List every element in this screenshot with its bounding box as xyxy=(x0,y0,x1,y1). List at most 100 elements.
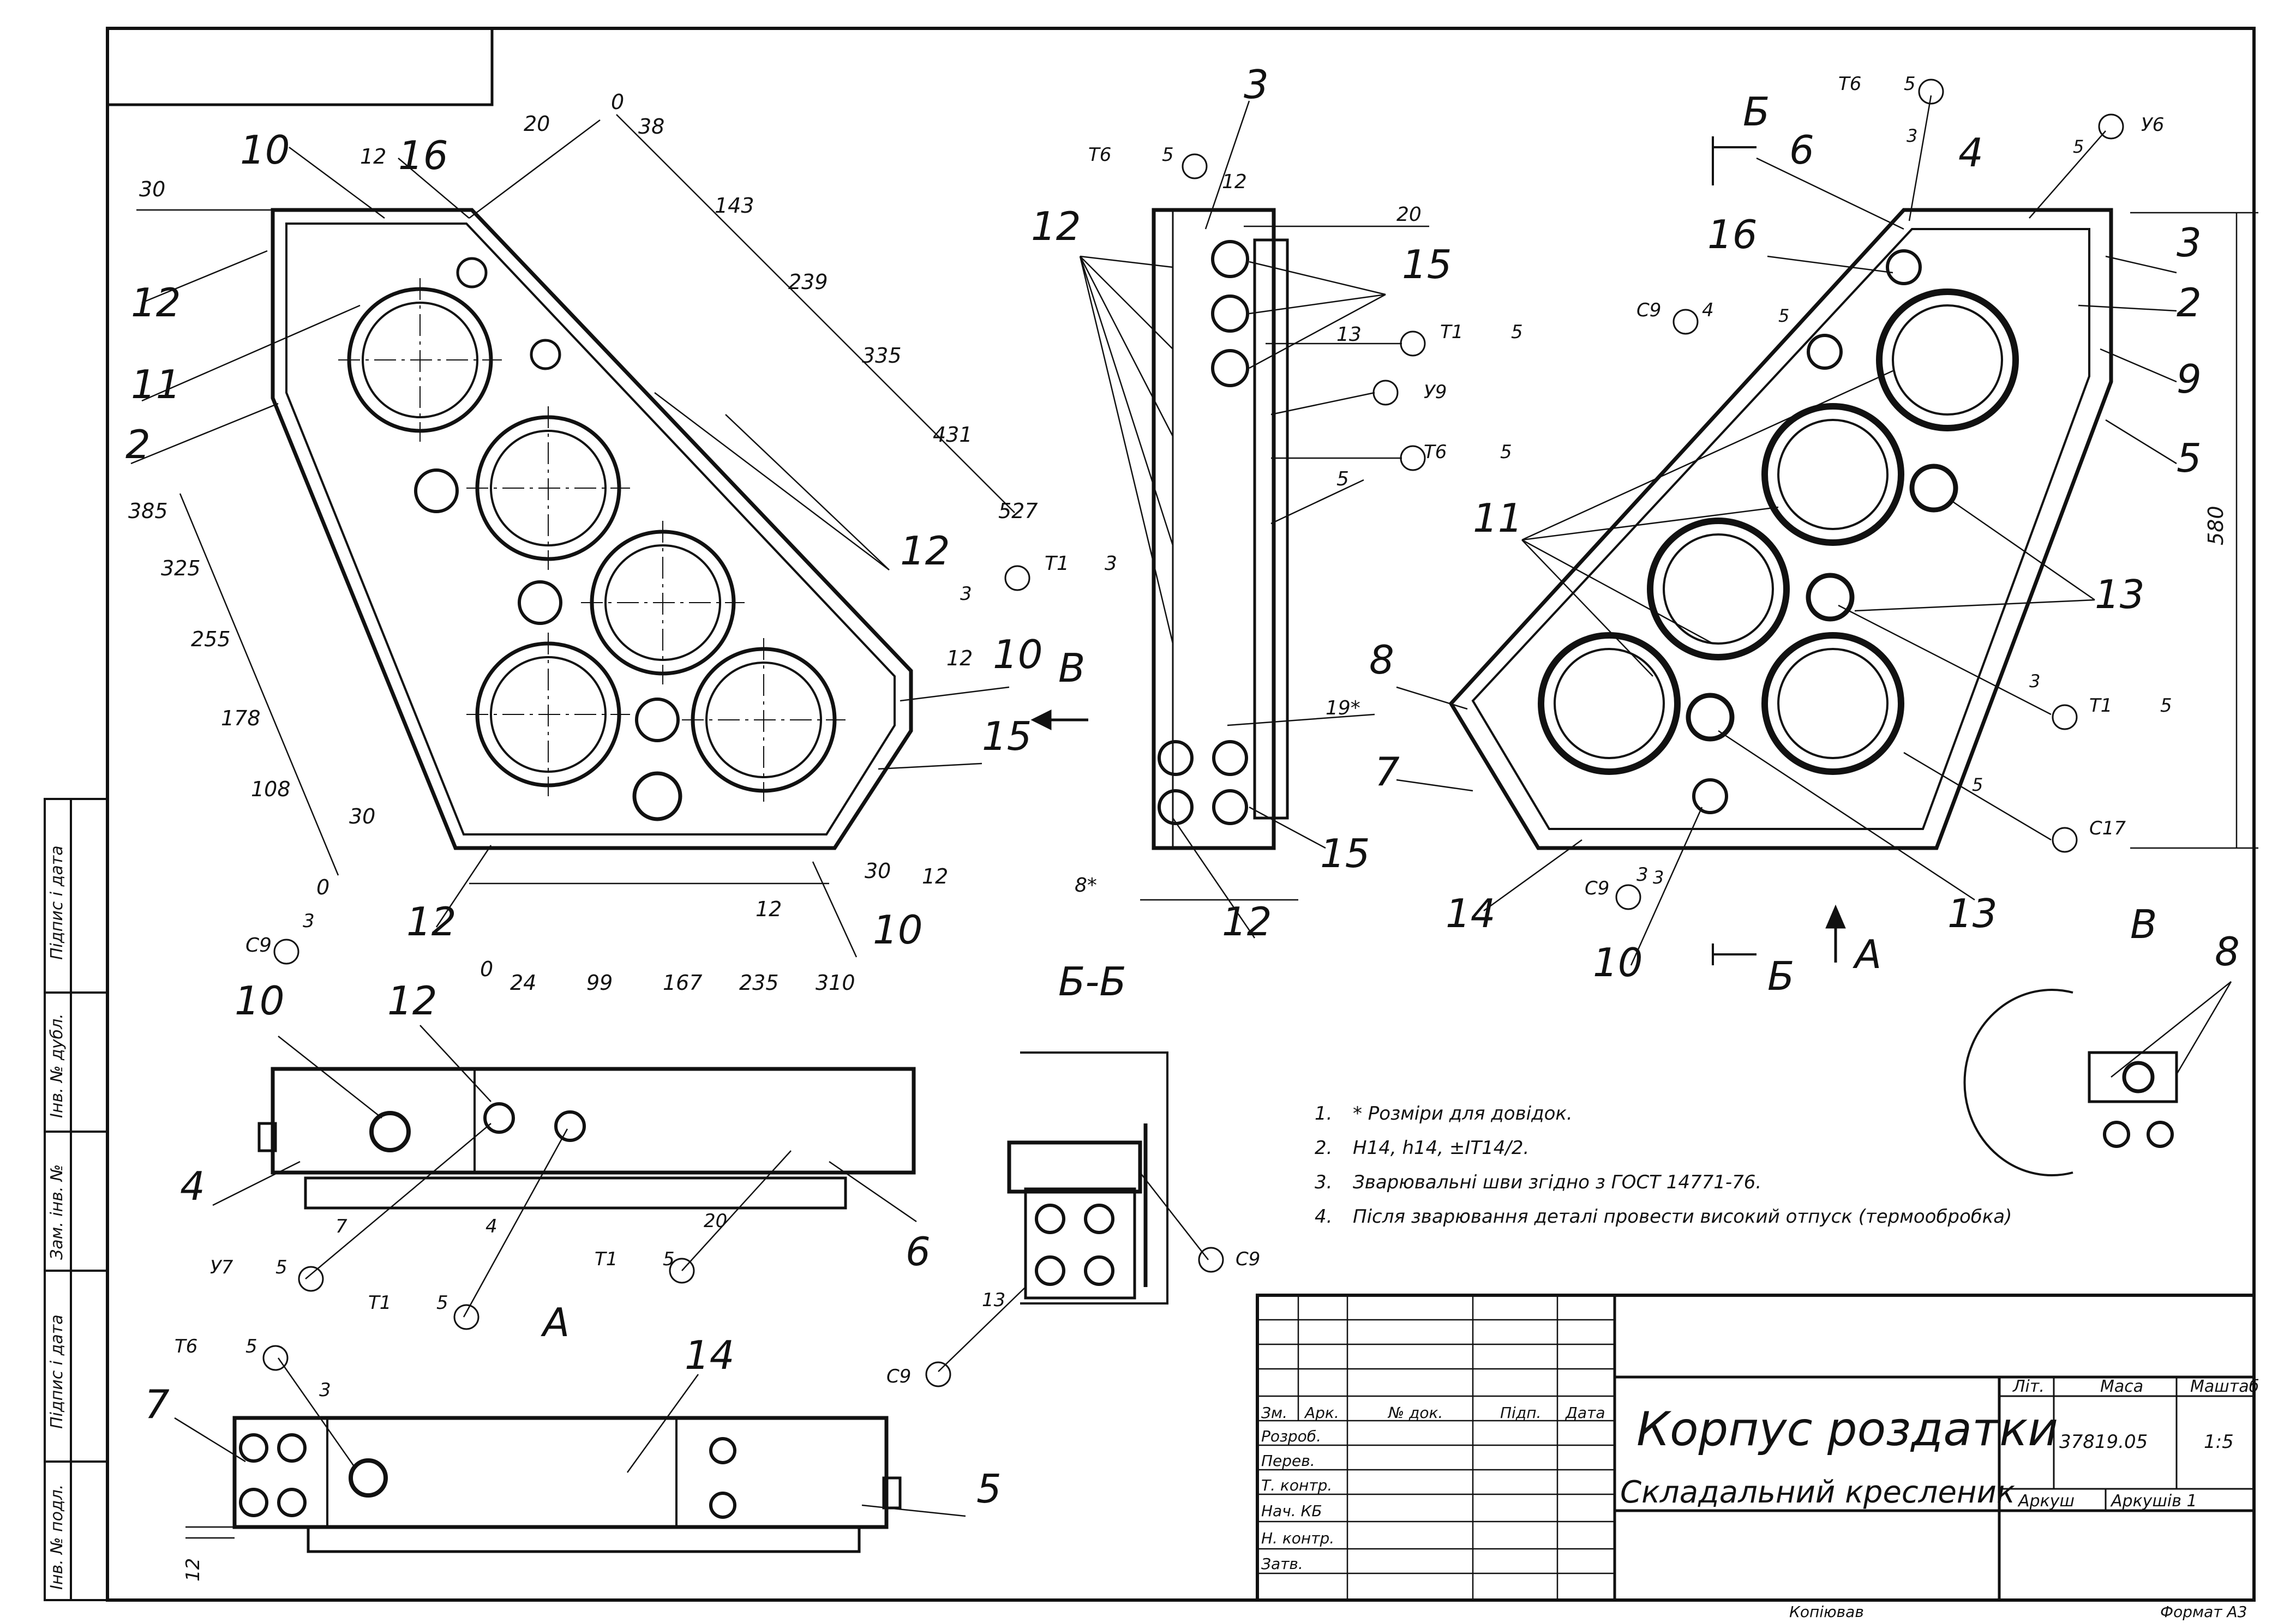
pos-r-6: 6 xyxy=(1789,127,1814,173)
weld-bot-1-leg: 5 xyxy=(245,1336,257,1357)
right-view xyxy=(1396,79,2258,966)
weld-sec-4-type: Т6 xyxy=(1424,441,1447,463)
weld-right-3-type: С9 xyxy=(1636,299,1661,321)
weld-a-3-type: Т1 xyxy=(595,1248,618,1270)
pos-10-c: 10 xyxy=(873,907,923,953)
weld-sec-2-leg: 5 xyxy=(1511,321,1523,343)
side-stamp-cell-1: Підпис і дата xyxy=(47,845,67,960)
dim-top-0: 0 xyxy=(611,90,624,114)
side-stamp-cell-3: Зам. інв. № xyxy=(47,1164,67,1260)
view-a xyxy=(212,1025,917,1330)
dim-left-178: 178 xyxy=(221,706,261,730)
weld-sec-3-type: У9 xyxy=(1424,381,1447,403)
view-b-arrow-label: В xyxy=(1058,645,1085,691)
pos-bot-7: 7 xyxy=(145,1381,170,1427)
weld-leg-4: 4 xyxy=(485,1216,497,1237)
detail-section xyxy=(925,1051,1224,1387)
pos-r-10: 10 xyxy=(1593,940,1643,985)
pos-r-14: 14 xyxy=(1446,891,1496,936)
dim-top-335: 335 xyxy=(862,344,902,368)
pos-sec-15: 15 xyxy=(1402,242,1452,287)
pos-a-6: 6 xyxy=(906,1229,931,1275)
dim-top-527: 527 xyxy=(998,499,1038,523)
bore-r1 xyxy=(1876,288,2019,431)
dim-right-580: 580 xyxy=(2204,506,2228,545)
view-b-title: В xyxy=(2130,901,2157,947)
dim-right-5a: 5 xyxy=(2073,136,2084,157)
pos-sec-3: 3 xyxy=(1244,62,1269,107)
weld-bot-1-type: Т6 xyxy=(175,1336,197,1357)
pos-r-13b: 13 xyxy=(1947,891,1998,936)
note-4: 4.Після зварювання деталі провести висок… xyxy=(1315,1206,2012,1228)
pos-sec-15b: 15 xyxy=(1320,831,1370,876)
note-1: 1.* Розміри для довідок. xyxy=(1315,1103,1573,1125)
tb-sheets: Аркушів 1 xyxy=(2110,1492,2197,1511)
tb-col-doc: № док. xyxy=(1387,1404,1443,1422)
view-a-title: А xyxy=(541,1300,569,1345)
tb-role-3: Т. контр. xyxy=(1261,1476,1332,1494)
dim-top-239: 239 xyxy=(788,270,828,294)
pos-10-a: 10 xyxy=(240,127,290,173)
weld-right-2-type: У6 xyxy=(2141,114,2164,136)
pos-12-a: 12 xyxy=(131,280,181,326)
view-a-outline xyxy=(271,1067,916,1175)
pos-16-a: 16 xyxy=(398,133,448,178)
weld-mark-det-2 xyxy=(1198,1247,1224,1273)
weld-a-1-type: У7 xyxy=(210,1257,233,1278)
detail-section-labels: Б-Б С9 С9 13 xyxy=(886,959,1260,1387)
bore-r3 xyxy=(1647,518,1790,660)
weld-right-6-type: С9 xyxy=(1585,877,1609,899)
weld-det-2-type: С9 xyxy=(1236,1248,1260,1270)
pos-10-b: 10 xyxy=(993,632,1043,677)
dim-right-3c: 3 xyxy=(1653,867,1664,888)
bore-r5 xyxy=(1761,632,1904,775)
pos-r-4: 4 xyxy=(1958,130,1983,176)
side-stamp-cell-4: Підпис і дата xyxy=(47,1314,67,1429)
dim-front-30: 30 xyxy=(139,177,165,201)
weld-bot-leg: 3 xyxy=(319,1379,331,1401)
pos-a-4: 4 xyxy=(180,1163,205,1209)
dim-sec-19: 19* xyxy=(1326,697,1360,719)
weld-right-1-type: Т6 xyxy=(1838,73,1861,95)
weld-mark-front-t1 xyxy=(1004,565,1030,591)
dim-front-12d: 12 xyxy=(756,897,782,921)
note-3: 3.Зварювальні шви згідно з ГОСТ 14771-76… xyxy=(1315,1171,1762,1193)
weld-a-3-leg: 5 xyxy=(663,1248,675,1270)
weld-mark-sec-2 xyxy=(1400,330,1426,357)
weld-right-3-leg: 4 xyxy=(1702,299,1714,321)
dim-front-12: 12 xyxy=(360,145,386,169)
dim-sec-5: 5 xyxy=(1336,468,1349,490)
section-outline xyxy=(1152,208,1276,850)
front-view xyxy=(130,114,1030,965)
tb-col-ark: Арк. xyxy=(1304,1404,1339,1422)
weld-sec-1-type: Т6 xyxy=(1088,144,1111,166)
view-b-arrow xyxy=(1030,709,1088,731)
weld-front-t1-leg: 3 xyxy=(1105,552,1117,575)
pos-r-16: 16 xyxy=(1707,212,1758,257)
weld-right-6-leg: 3 xyxy=(1636,864,1648,886)
bottom-view xyxy=(174,1345,966,1553)
tb-role-2: Перев. xyxy=(1261,1452,1315,1470)
front-view-labels: 10 16 12 11 2 12 10 15 12 10 30 12 20 30… xyxy=(125,90,1117,995)
side-stamp-cell-2: Інв. № дубл. xyxy=(47,1013,67,1118)
pos-r-5: 5 xyxy=(2177,435,2202,481)
weld-mark-right-6 xyxy=(1615,884,1641,910)
bore-r4 xyxy=(1538,632,1681,775)
view-b-detail xyxy=(1963,981,2232,1176)
dim-top-431: 431 xyxy=(933,423,973,447)
dim-right-5b: 5 xyxy=(1972,774,1983,795)
pos-11-a: 11 xyxy=(131,362,181,407)
tb-mass-value: 37819.05 xyxy=(2059,1431,2148,1453)
title-block-text: Корпус роздатки Складальний кресленик Лі… xyxy=(1261,1377,2259,1621)
side-stamp xyxy=(44,798,109,1601)
view-a-arrow xyxy=(1825,904,1846,963)
dim-left-255: 255 xyxy=(191,627,231,651)
tb-col-sign: Підп. xyxy=(1500,1404,1541,1422)
weld-a-1-leg: 5 xyxy=(275,1257,287,1278)
weld-a-2-leg: 5 xyxy=(436,1292,448,1314)
title-block xyxy=(1256,1294,2256,1602)
weld-a-2-type: Т1 xyxy=(368,1292,391,1314)
dim-left-108: 108 xyxy=(251,777,291,801)
weld-leg-7: 7 xyxy=(335,1216,347,1237)
pos-15-a: 15 xyxy=(982,713,1032,759)
